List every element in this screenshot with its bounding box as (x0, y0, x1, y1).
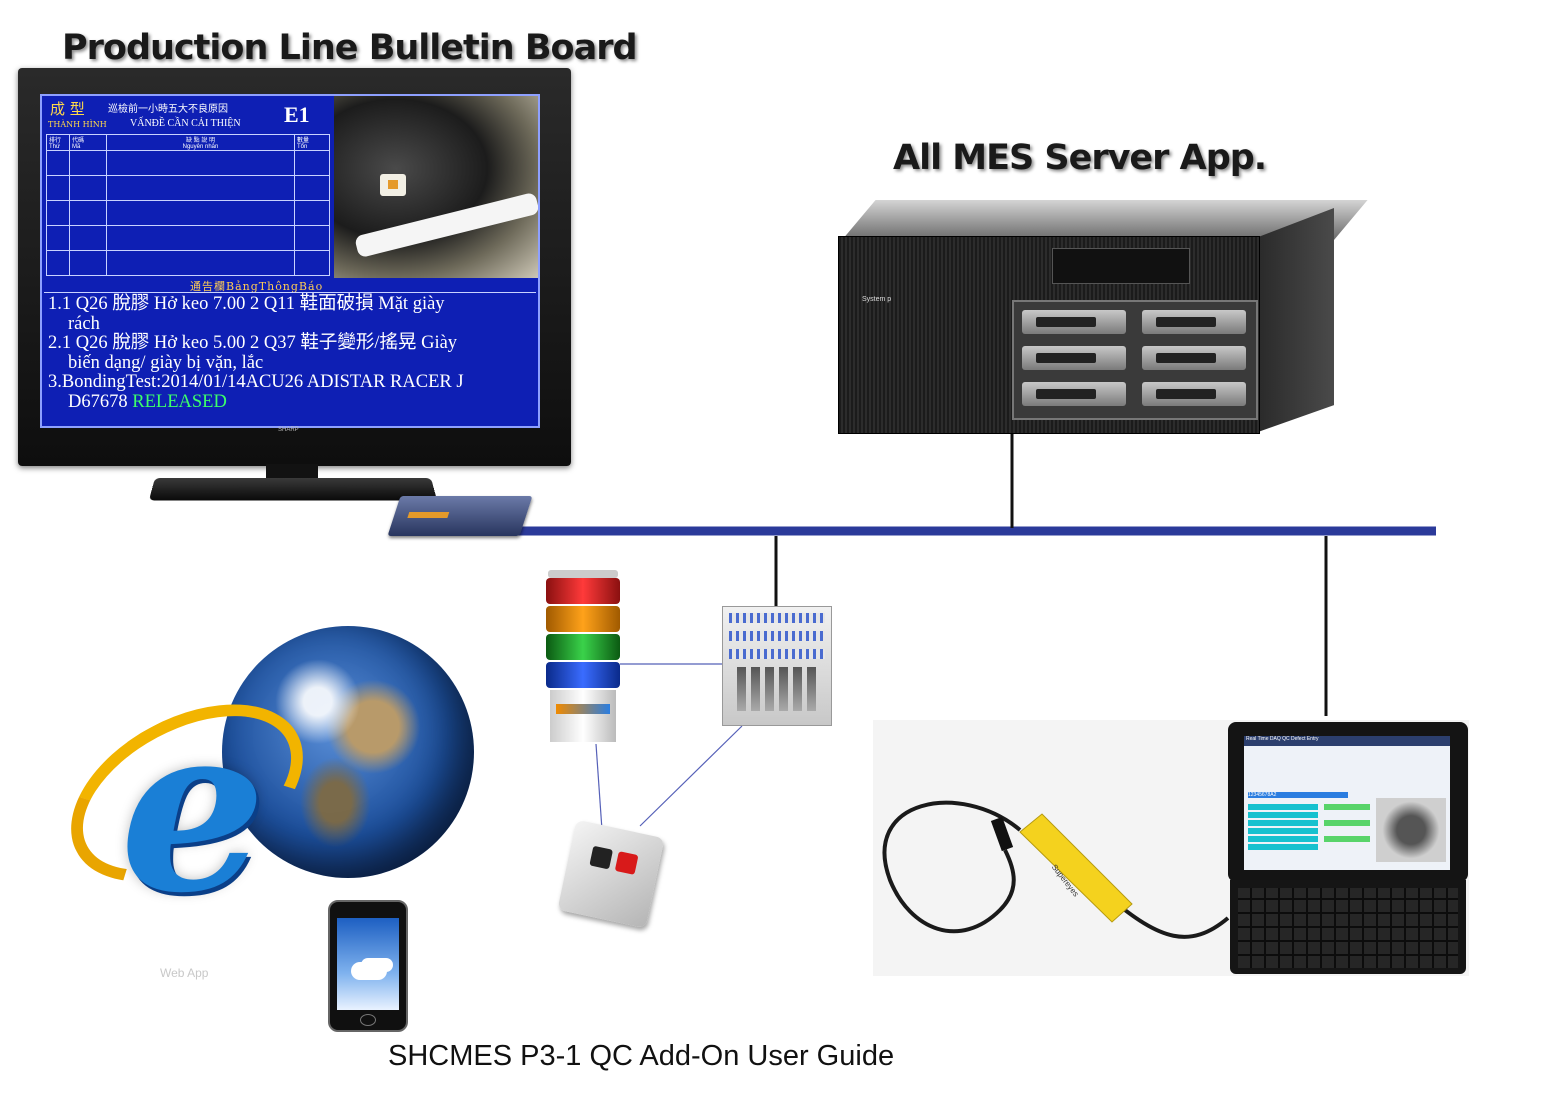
signal-red (546, 578, 620, 604)
smartphone-icon (328, 900, 408, 1032)
defect-count-item (1324, 820, 1370, 826)
defect-count-item (1324, 836, 1370, 842)
defect-list-item (1248, 812, 1318, 818)
tablet-defect-image (1376, 798, 1446, 862)
message-line: 3.BondingTest:2014/01/14ACU26 ADISTAR RA… (48, 372, 464, 392)
scanner-cable (882, 800, 1230, 939)
table-row (46, 250, 330, 276)
signal-tower-cap (548, 570, 618, 578)
message-line: 2.1 Q26 脫膠 Hở keo 5.00 2 Q37 鞋子變形/搖晃 Già… (48, 333, 458, 353)
qc-tablet: Real Time DAQ QC Defect Entry 12345678A2 (1228, 722, 1468, 882)
io-controller (722, 606, 832, 726)
server-side-panel (1258, 208, 1334, 432)
qc-entry-header: Real Time DAQ QC Defect Entry (1244, 736, 1450, 746)
server-drive (1022, 310, 1126, 334)
header-vn: VẤNĐỀ CẦN CẢI THIỆN (130, 118, 241, 129)
defect-list-item (1248, 828, 1318, 834)
dept-label-vn: THÀNH HÌNH (48, 120, 107, 129)
defect-list-item (1248, 836, 1318, 842)
scanner-probe (990, 816, 1014, 852)
push-button-link-a (595, 743, 603, 831)
header-cn: 巡檢前一小時五大不良原因 (108, 104, 228, 115)
server-title: All MES Server App. (893, 138, 1267, 178)
smartphone-screen (337, 918, 399, 1010)
internet-explorer-icon: e (119, 674, 267, 944)
barcode-field: 12345678A2 (1248, 792, 1348, 798)
relay (793, 667, 802, 711)
table-row (46, 225, 330, 251)
relay (807, 667, 816, 711)
server-drive (1022, 382, 1126, 406)
relay (765, 667, 774, 711)
relay (751, 667, 760, 711)
signal-tower-base (550, 690, 616, 742)
diagram-caption: SHCMES P3-1 QC Add-On User Guide (388, 1040, 895, 1072)
web-app-label: Web App (160, 966, 209, 980)
line-code: E1 (284, 102, 310, 127)
smartphone-home-button (360, 1014, 376, 1026)
signal-tower-icon (546, 570, 620, 744)
bulletin-board-title: Production Line Bulletin Board (62, 28, 638, 68)
push-button-box (557, 819, 665, 929)
monitor-stand-neck (266, 464, 318, 482)
defect-list-item (1248, 820, 1318, 826)
table-row (46, 200, 330, 226)
defect-list-item (1248, 844, 1318, 850)
scanner-handle (1019, 813, 1133, 923)
terminal-rail (729, 649, 825, 659)
message-continuation: D67678 RELEASED (68, 391, 227, 412)
media-player-box (387, 496, 533, 536)
globe-icon (222, 626, 474, 878)
message-continuation: rách (68, 313, 100, 334)
terminal-rail (729, 613, 825, 623)
signal-green (546, 634, 620, 660)
push-button-link-b (639, 725, 743, 827)
qc-entry-screen: Real Time DAQ QC Defect Entry 12345678A2 (1244, 736, 1450, 870)
server-drive (1142, 346, 1246, 370)
server-drive-bay (1012, 300, 1258, 420)
keyboard-keys (1238, 888, 1458, 968)
server-drive (1022, 346, 1126, 370)
defect-list-item (1248, 804, 1318, 810)
notice-messages: 1.1 Q26 脫膠 Hở keo 7.00 2 Q11 鞋面破損 Mặt gi… (44, 292, 536, 426)
push-button-black (589, 845, 614, 870)
table-row (46, 175, 330, 201)
signal-blue (546, 662, 620, 688)
relay (779, 667, 788, 711)
signal-orange (546, 606, 620, 632)
terminal-rail (729, 631, 825, 641)
message-continuation: biến dạng/ giày bị vặn, lắc (68, 352, 264, 373)
monitor-stand-base (148, 477, 438, 501)
defect-photo (334, 96, 538, 278)
defect-count-item (1324, 804, 1370, 810)
tablet-keyboard (1230, 880, 1466, 974)
bulletin-board-screen: 成 型 THÀNH HÌNH 巡檢前一小時五大不良原因 VẤNĐỀ CẦN CẢ… (40, 94, 540, 428)
server-logo: System p (862, 296, 892, 303)
server-control-panel (1052, 248, 1190, 284)
relay (737, 667, 746, 711)
dept-label-cn: 成 型 (50, 100, 85, 118)
server-drive (1142, 382, 1246, 406)
push-button-red (614, 851, 639, 875)
notice-marquee: 通告欄BảngThôngBáo (190, 280, 324, 293)
server-drive (1142, 310, 1246, 334)
tv-brand-logo: SHARP (278, 427, 299, 433)
released-status: RELEASED (132, 391, 227, 412)
message-line: 1.1 Q26 脫膠 Hở keo 7.00 2 Q11 鞋面破損 Mặt gi… (48, 294, 445, 314)
table-row (46, 150, 330, 176)
